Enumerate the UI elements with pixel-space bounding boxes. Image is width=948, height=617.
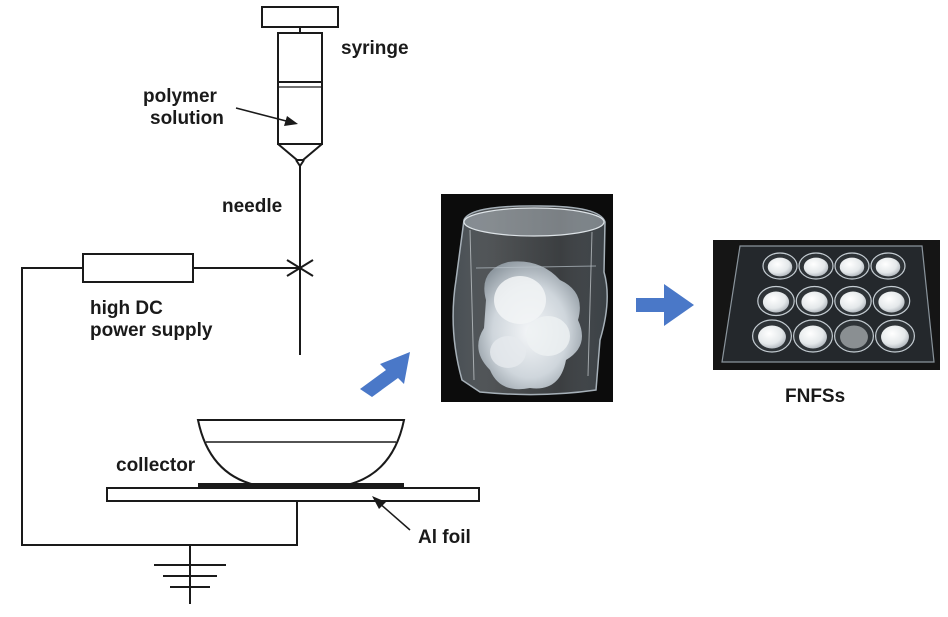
fiber-sample-2-3: [881, 325, 909, 349]
label-polymer: polymer: [143, 86, 217, 107]
photo-fiber-jar: [441, 194, 613, 402]
fiber-sample-2-0: [758, 325, 786, 349]
label-fnfss: FNFSs: [785, 386, 846, 407]
label-high-dc: high DC: [90, 298, 163, 319]
collector-bowl: [196, 419, 406, 489]
fiber-sample-1-0: [762, 291, 790, 313]
collector-platform: [106, 487, 480, 502]
label-solution: solution: [150, 108, 224, 129]
label-collector: collector: [116, 455, 196, 476]
fiber-sample-1-3: [878, 291, 905, 313]
label-needle: needle: [222, 196, 283, 217]
polymer-pointer-arrow: [235, 107, 298, 126]
ground-symbol-icon: [154, 564, 226, 588]
syringe: [261, 6, 339, 167]
fiber-sample-2-2: [840, 325, 868, 349]
fiber-sample-0-1: [803, 257, 829, 277]
fiber-sample-1-2: [839, 291, 867, 313]
fiber-sample-1-1: [801, 291, 828, 313]
process-arrow-diagonal: [360, 352, 410, 397]
label-syringe: syringe: [341, 38, 409, 59]
fiber-sample-0-3: [875, 257, 901, 277]
syringe-plunger-cap: [261, 6, 339, 28]
label-al-foil: Al foil: [418, 527, 471, 548]
process-arrow-right: [636, 284, 694, 326]
power-supply-box: [82, 253, 194, 283]
fiber-sample-0-2: [839, 257, 865, 277]
fiber-sample-0-0: [767, 257, 793, 277]
photo-well-plate: [713, 240, 940, 370]
al-foil-pointer-arrow: [372, 496, 411, 531]
fiber-sample-2-1: [799, 325, 827, 349]
syringe-taper: [277, 143, 323, 161]
label-power-supply: power supply: [90, 320, 213, 341]
al-foil-sheet: [198, 483, 404, 488]
syringe-barrel: [277, 32, 323, 145]
